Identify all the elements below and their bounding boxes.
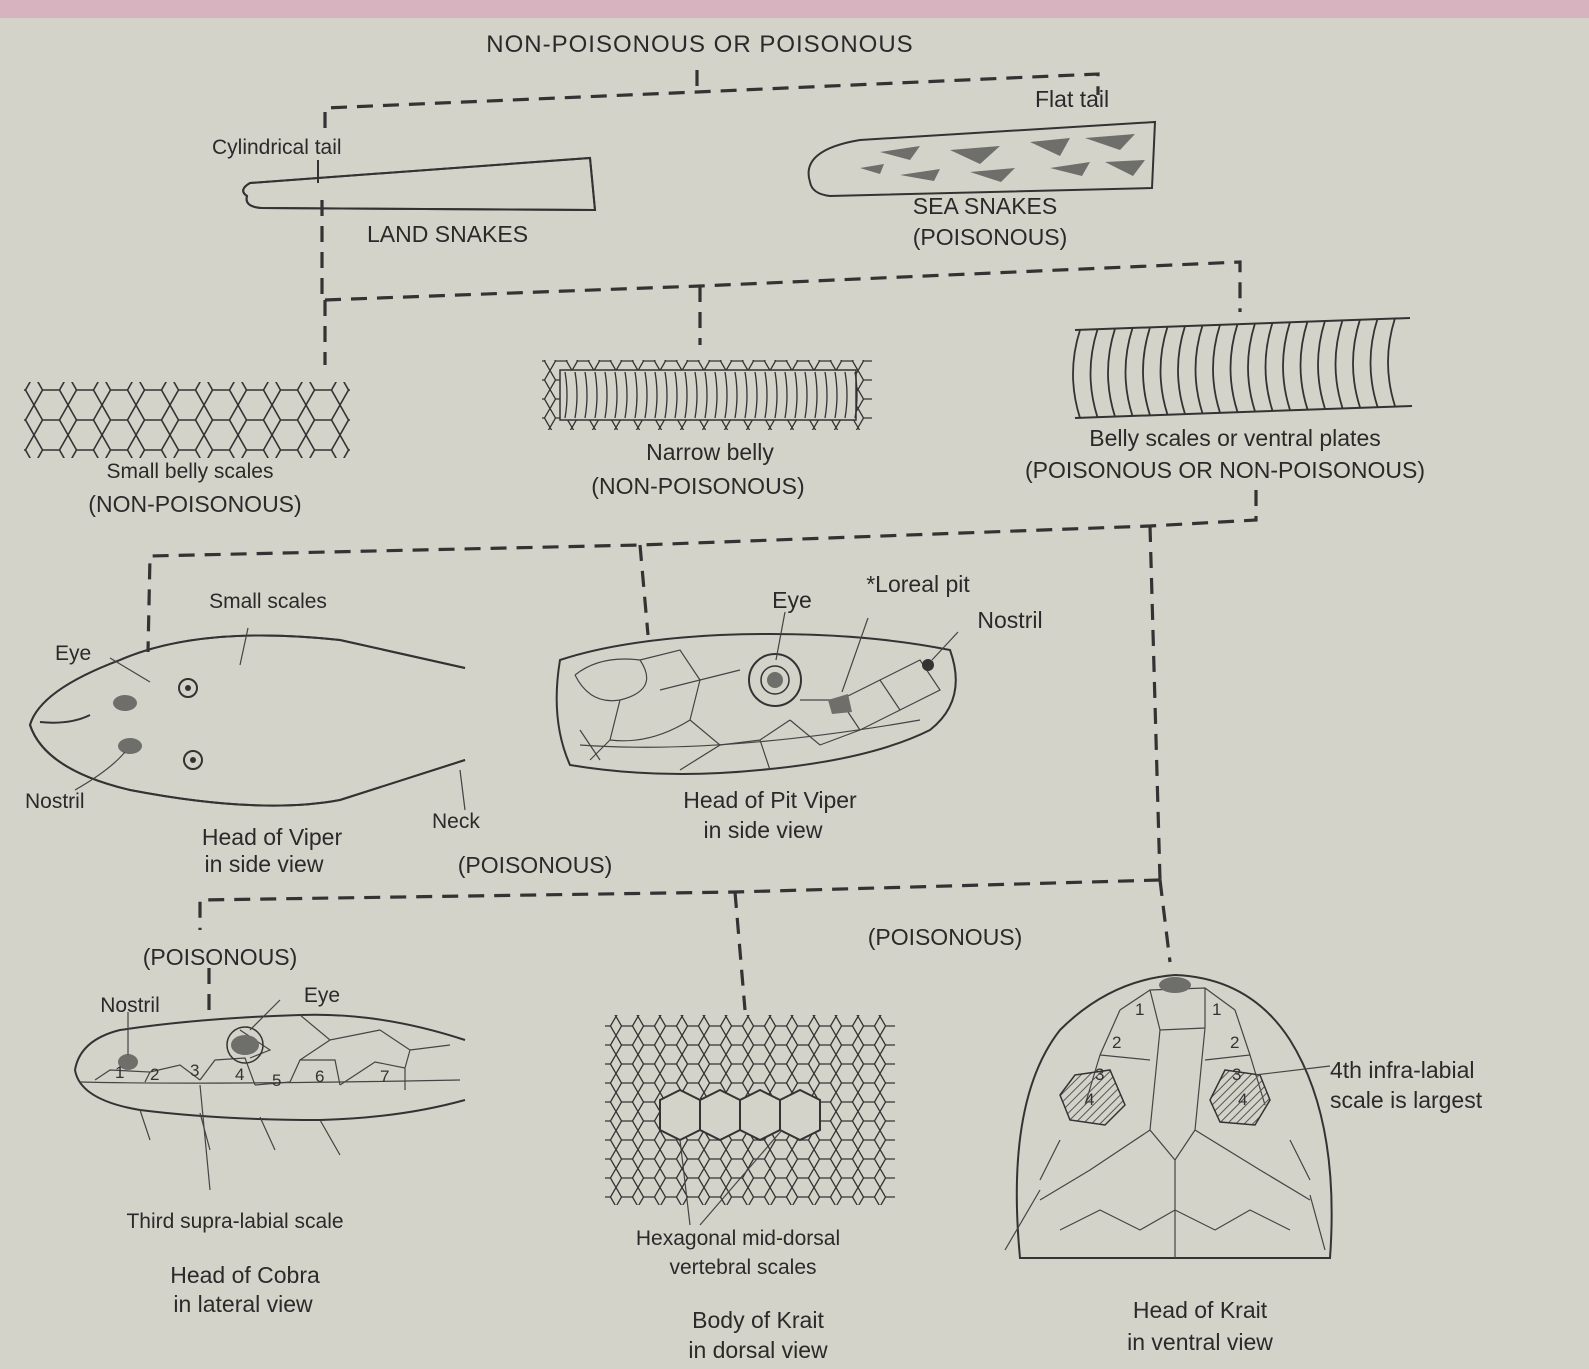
krait-scale-number: 1 <box>1212 1000 1221 1019</box>
viper-eye-label: Eye <box>55 642 91 665</box>
krait-scale-number: 2 <box>1112 1033 1121 1052</box>
viper-caption-1: Head of Viper <box>202 824 343 850</box>
pit-caption-1: Head of Pit Viper <box>683 787 857 813</box>
krait-infra-label-2: scale is largest <box>1330 1087 1483 1113</box>
narrow-belly-drawing <box>542 360 872 430</box>
krait-poisonous: (POISONOUS) <box>868 924 1023 950</box>
cobra-eye-label: Eye <box>304 984 340 1007</box>
sea-snakes-poisonous: (POISONOUS) <box>913 224 1068 250</box>
viper-nostril-label: Nostril <box>25 790 85 813</box>
cobra-scale-number: 4 <box>235 1065 244 1084</box>
krait-scale-number: 4 <box>1085 1090 1094 1109</box>
narrow-belly-label: Narrow belly <box>646 439 774 465</box>
sea-snakes-label: SEA SNAKES <box>913 193 1057 219</box>
belly-scales-ventral-label: Belly scales or ventral plates <box>1089 425 1380 451</box>
sea-snake-tail <box>809 122 1155 196</box>
krait-scale-number: 3 <box>1095 1065 1104 1084</box>
flat-tail-label: Flat tail <box>1035 86 1109 112</box>
krait-body-drawing <box>605 1015 895 1225</box>
krait-body-caption-1: Body of Krait <box>692 1307 824 1333</box>
narrow-belly-nonpoisonous: (NON-POISONOUS) <box>591 473 804 499</box>
top-band <box>0 0 1589 18</box>
small-belly-scales-drawing <box>22 380 352 460</box>
krait-head-drawing: 11223344 <box>1005 975 1332 1258</box>
viper-head-drawing <box>30 628 465 810</box>
belly-poisonous-or-non: (POISONOUS OR NON-POISONOUS) <box>1025 457 1425 483</box>
cobra-head-drawing: 1 2 3 4 5 6 7 <box>75 1000 465 1190</box>
cobra-scale-number: 7 <box>380 1067 389 1086</box>
cobra-scale-number: 2 <box>150 1065 159 1084</box>
cobra-nostril-label: Nostril <box>100 994 160 1017</box>
cobra-poisonous: (POISONOUS) <box>143 944 298 970</box>
pit-caption-2: in side view <box>704 817 823 843</box>
cobra-caption-1: Head of Cobra <box>170 1262 320 1288</box>
cobra-scale-number: 3 <box>190 1061 199 1080</box>
viper-neck-label: Neck <box>432 810 480 833</box>
viper-small-scales-label: Small scales <box>209 590 327 613</box>
cobra-caption-2: in lateral view <box>173 1291 313 1317</box>
root-label: NON-POISONOUS OR POISONOUS <box>486 31 913 58</box>
viper-caption-2: in side view <box>205 851 324 877</box>
cylindrical-tail-label: Cylindrical tail <box>212 136 342 159</box>
small-belly-nonpoisonous: (NON-POISONOUS) <box>88 491 301 517</box>
krait-head-caption-2: in ventral view <box>1127 1329 1273 1355</box>
land-snake-tail <box>243 158 595 210</box>
krait-scale-number: 3 <box>1232 1065 1241 1084</box>
krait-scale-number: 2 <box>1230 1033 1239 1052</box>
krait-scale-number: 1 <box>1135 1000 1144 1019</box>
pit-eye-label: Eye <box>772 587 812 613</box>
krait-infra-label-1: 4th infra-labial <box>1330 1057 1474 1083</box>
land-snakes-label: LAND SNAKES <box>367 221 528 247</box>
krait-body-scales-2: vertebral scales <box>669 1256 816 1279</box>
cobra-scale-number: 1 <box>115 1063 124 1082</box>
cobra-supra-label: Third supra-labial scale <box>126 1210 343 1233</box>
pit-nostril-label: Nostril <box>977 607 1042 633</box>
pit-loreal-label: *Loreal pit <box>866 571 970 597</box>
pit-viper-head-drawing <box>557 612 958 774</box>
krait-scale-number: 4 <box>1238 1090 1247 1109</box>
viper-poisonous: (POISONOUS) <box>458 852 613 878</box>
krait-body-caption-2: in dorsal view <box>688 1337 828 1363</box>
cobra-scale-number: 5 <box>272 1071 281 1090</box>
small-belly-scales-label: Small belly scales <box>107 460 274 483</box>
cobra-scale-number: 6 <box>315 1067 324 1086</box>
krait-head-caption-1: Head of Krait <box>1133 1297 1268 1323</box>
ventral-plates-drawing <box>1073 318 1412 418</box>
krait-body-scales-1: Hexagonal mid-dorsal <box>636 1227 840 1250</box>
